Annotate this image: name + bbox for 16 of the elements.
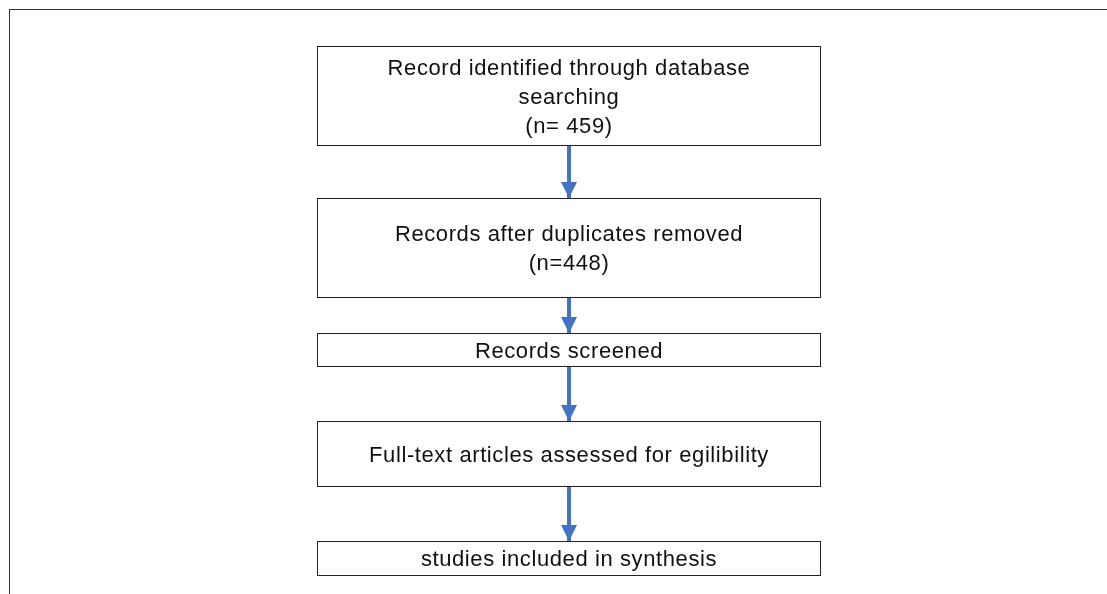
process-box — [317, 541, 821, 576]
box-text: Record identified through database searching — [386, 53, 752, 111]
box-text: (n= 459) — [525, 111, 613, 140]
arrow — [561, 367, 577, 421]
process-box — [317, 333, 821, 367]
process-box — [317, 198, 821, 298]
box-text: Full-text articles assessed for egilibility — [369, 440, 769, 469]
process-box — [317, 46, 821, 146]
arrow — [561, 146, 577, 198]
box-text: (n=448) — [528, 249, 610, 277]
box-text: Records after duplicates removed — [394, 220, 744, 248]
box-text: Records screened — [474, 336, 664, 365]
box-text: studies included in synthesis — [420, 545, 718, 573]
process-box — [317, 421, 821, 487]
arrow — [561, 298, 577, 333]
arrow — [561, 487, 577, 541]
